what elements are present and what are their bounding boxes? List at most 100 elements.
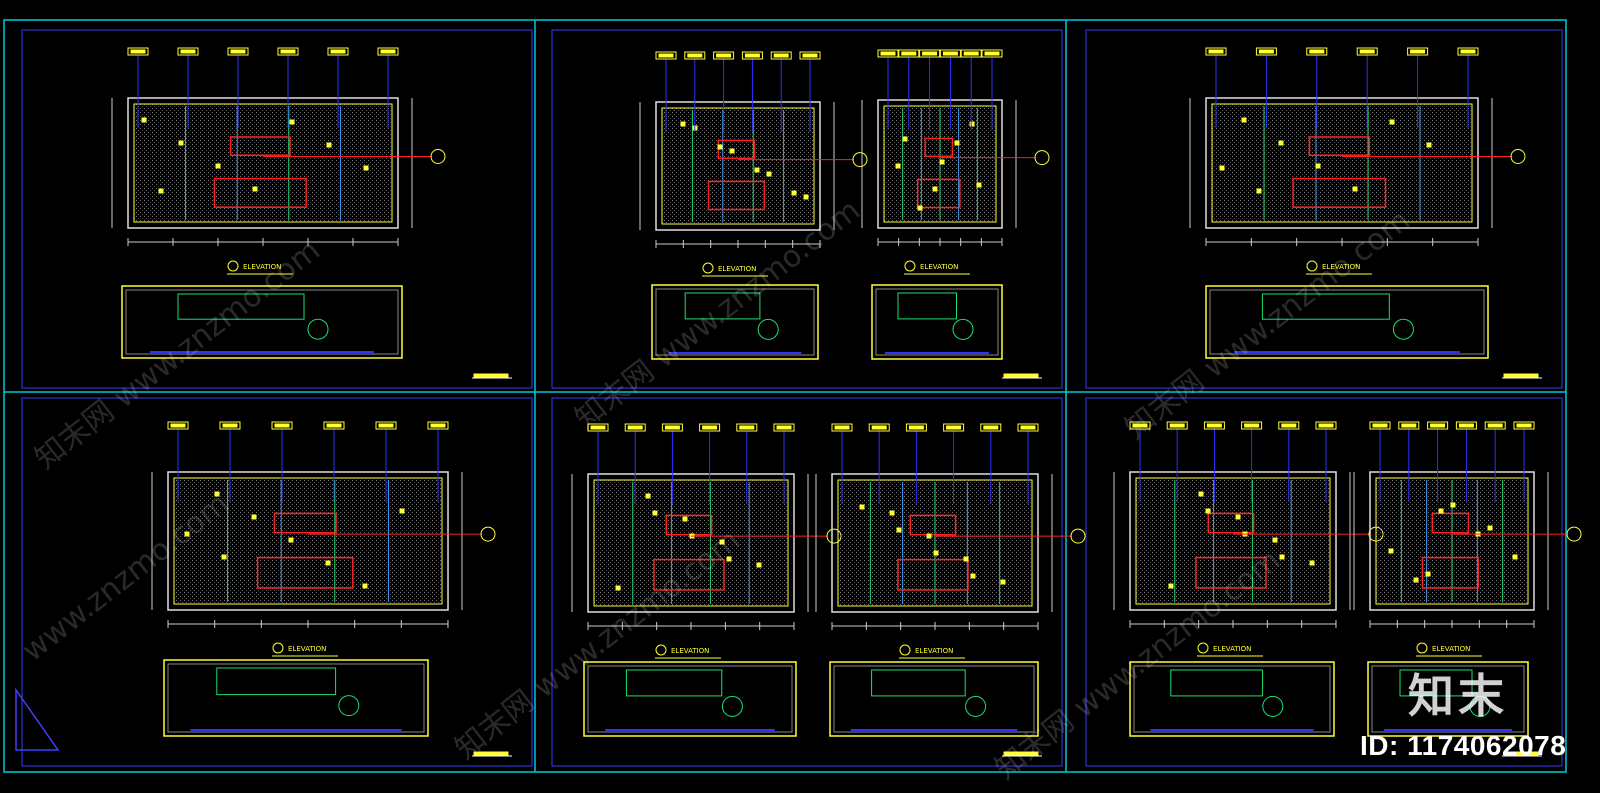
node-marker xyxy=(889,510,895,516)
elevation-wall xyxy=(1135,477,1331,605)
node-marker xyxy=(969,121,975,127)
elevation-outline xyxy=(167,471,449,611)
node-marker xyxy=(680,121,686,127)
node-marker xyxy=(917,205,923,211)
plan-chair xyxy=(1262,695,1284,717)
node-marker xyxy=(289,119,295,125)
elevation-outline xyxy=(587,473,795,613)
elevation-symbol xyxy=(1306,260,1318,272)
floor-plan-view xyxy=(1129,661,1335,737)
node-marker xyxy=(1205,508,1211,514)
plan-chair xyxy=(721,695,743,717)
feature-outline xyxy=(273,512,337,534)
node-marker xyxy=(719,539,725,545)
plan-furniture xyxy=(871,669,966,697)
node-marker xyxy=(1272,537,1278,543)
node-marker xyxy=(221,554,227,560)
node-marker xyxy=(1487,525,1493,531)
node-marker xyxy=(1309,560,1315,566)
plan-inner-wall xyxy=(1371,665,1525,733)
drawing-panel-4: ELEVATION xyxy=(21,397,533,767)
node-marker xyxy=(1438,508,1444,514)
node-marker xyxy=(184,531,190,537)
elevation-caption: ELEVATION xyxy=(718,265,756,273)
plan-outline xyxy=(121,285,403,359)
plan-inner-wall xyxy=(1209,289,1485,355)
elevation-caption: ELEVATION xyxy=(920,263,958,271)
section-callout-symbol xyxy=(1070,528,1086,544)
plan-chair xyxy=(338,695,360,717)
furniture-outline xyxy=(213,177,307,208)
node-marker xyxy=(1278,140,1284,146)
plan-outline xyxy=(163,659,429,737)
node-marker xyxy=(326,142,332,148)
node-marker xyxy=(1000,579,1006,585)
elevation-view: ELEVATION xyxy=(861,49,1050,275)
title-block-mark xyxy=(1503,751,1539,756)
watermark-logo: 知末 xyxy=(1408,669,1508,723)
elevation-symbol xyxy=(655,644,667,656)
elevation-view: ELEVATION xyxy=(815,423,1086,659)
panel-border xyxy=(21,29,533,389)
elevation-wall xyxy=(661,107,815,225)
plan-furniture xyxy=(1399,669,1473,697)
node-marker xyxy=(766,171,772,177)
node-marker xyxy=(158,188,164,194)
node-marker xyxy=(1413,577,1419,583)
node-marker xyxy=(1315,163,1321,169)
furniture-outline xyxy=(897,558,969,591)
node-marker xyxy=(1219,165,1225,171)
furniture-outline xyxy=(256,556,354,589)
node-marker xyxy=(362,583,368,589)
node-marker xyxy=(399,508,405,514)
plan-outline xyxy=(1205,285,1489,359)
elevation-symbol xyxy=(1416,642,1428,654)
elevation-symbol xyxy=(1197,642,1209,654)
node-marker xyxy=(726,556,732,562)
node-marker xyxy=(1279,554,1285,560)
plan-outline xyxy=(583,661,797,737)
node-marker xyxy=(1241,117,1247,123)
node-marker xyxy=(141,117,147,123)
elevation-outline xyxy=(877,99,1003,229)
plan-chair xyxy=(1392,318,1414,340)
node-marker xyxy=(252,186,258,192)
node-marker xyxy=(1389,119,1395,125)
plan-outline xyxy=(651,284,819,360)
floor-plan-view xyxy=(871,284,1003,360)
elevation-outline xyxy=(831,473,1039,613)
plan-chair xyxy=(965,695,987,717)
floor-plan-view xyxy=(1367,661,1529,737)
sheet-frame xyxy=(3,19,1567,773)
elevation-symbol xyxy=(899,644,911,656)
plan-furniture xyxy=(625,669,723,697)
node-marker xyxy=(214,491,220,497)
elevation-caption: ELEVATION xyxy=(1213,645,1251,653)
elevation-caption: ELEVATION xyxy=(243,263,281,271)
node-marker xyxy=(615,585,621,591)
furniture-outline xyxy=(707,180,765,211)
section-callout-symbol xyxy=(1566,526,1582,542)
feature-outline xyxy=(1431,512,1470,534)
elevation-outline xyxy=(1129,471,1337,611)
furniture-outline xyxy=(916,178,961,209)
node-marker xyxy=(325,560,331,566)
section-callout-symbol xyxy=(430,149,446,164)
plan-furniture xyxy=(216,667,337,696)
elevation-view: ELEVATION xyxy=(1189,47,1526,275)
node-marker xyxy=(652,510,658,516)
plan-chair xyxy=(757,318,779,340)
elevation-view: ELEVATION xyxy=(1113,421,1384,657)
plan-inner-wall xyxy=(125,289,399,355)
node-marker xyxy=(215,163,221,169)
furniture-outline xyxy=(1195,556,1267,589)
node-marker xyxy=(939,159,945,165)
node-marker xyxy=(288,537,294,543)
feature-outline xyxy=(665,514,713,536)
drawing-panel-1: ELEVATION xyxy=(21,29,533,389)
node-marker xyxy=(754,167,760,173)
node-marker xyxy=(1352,186,1358,192)
